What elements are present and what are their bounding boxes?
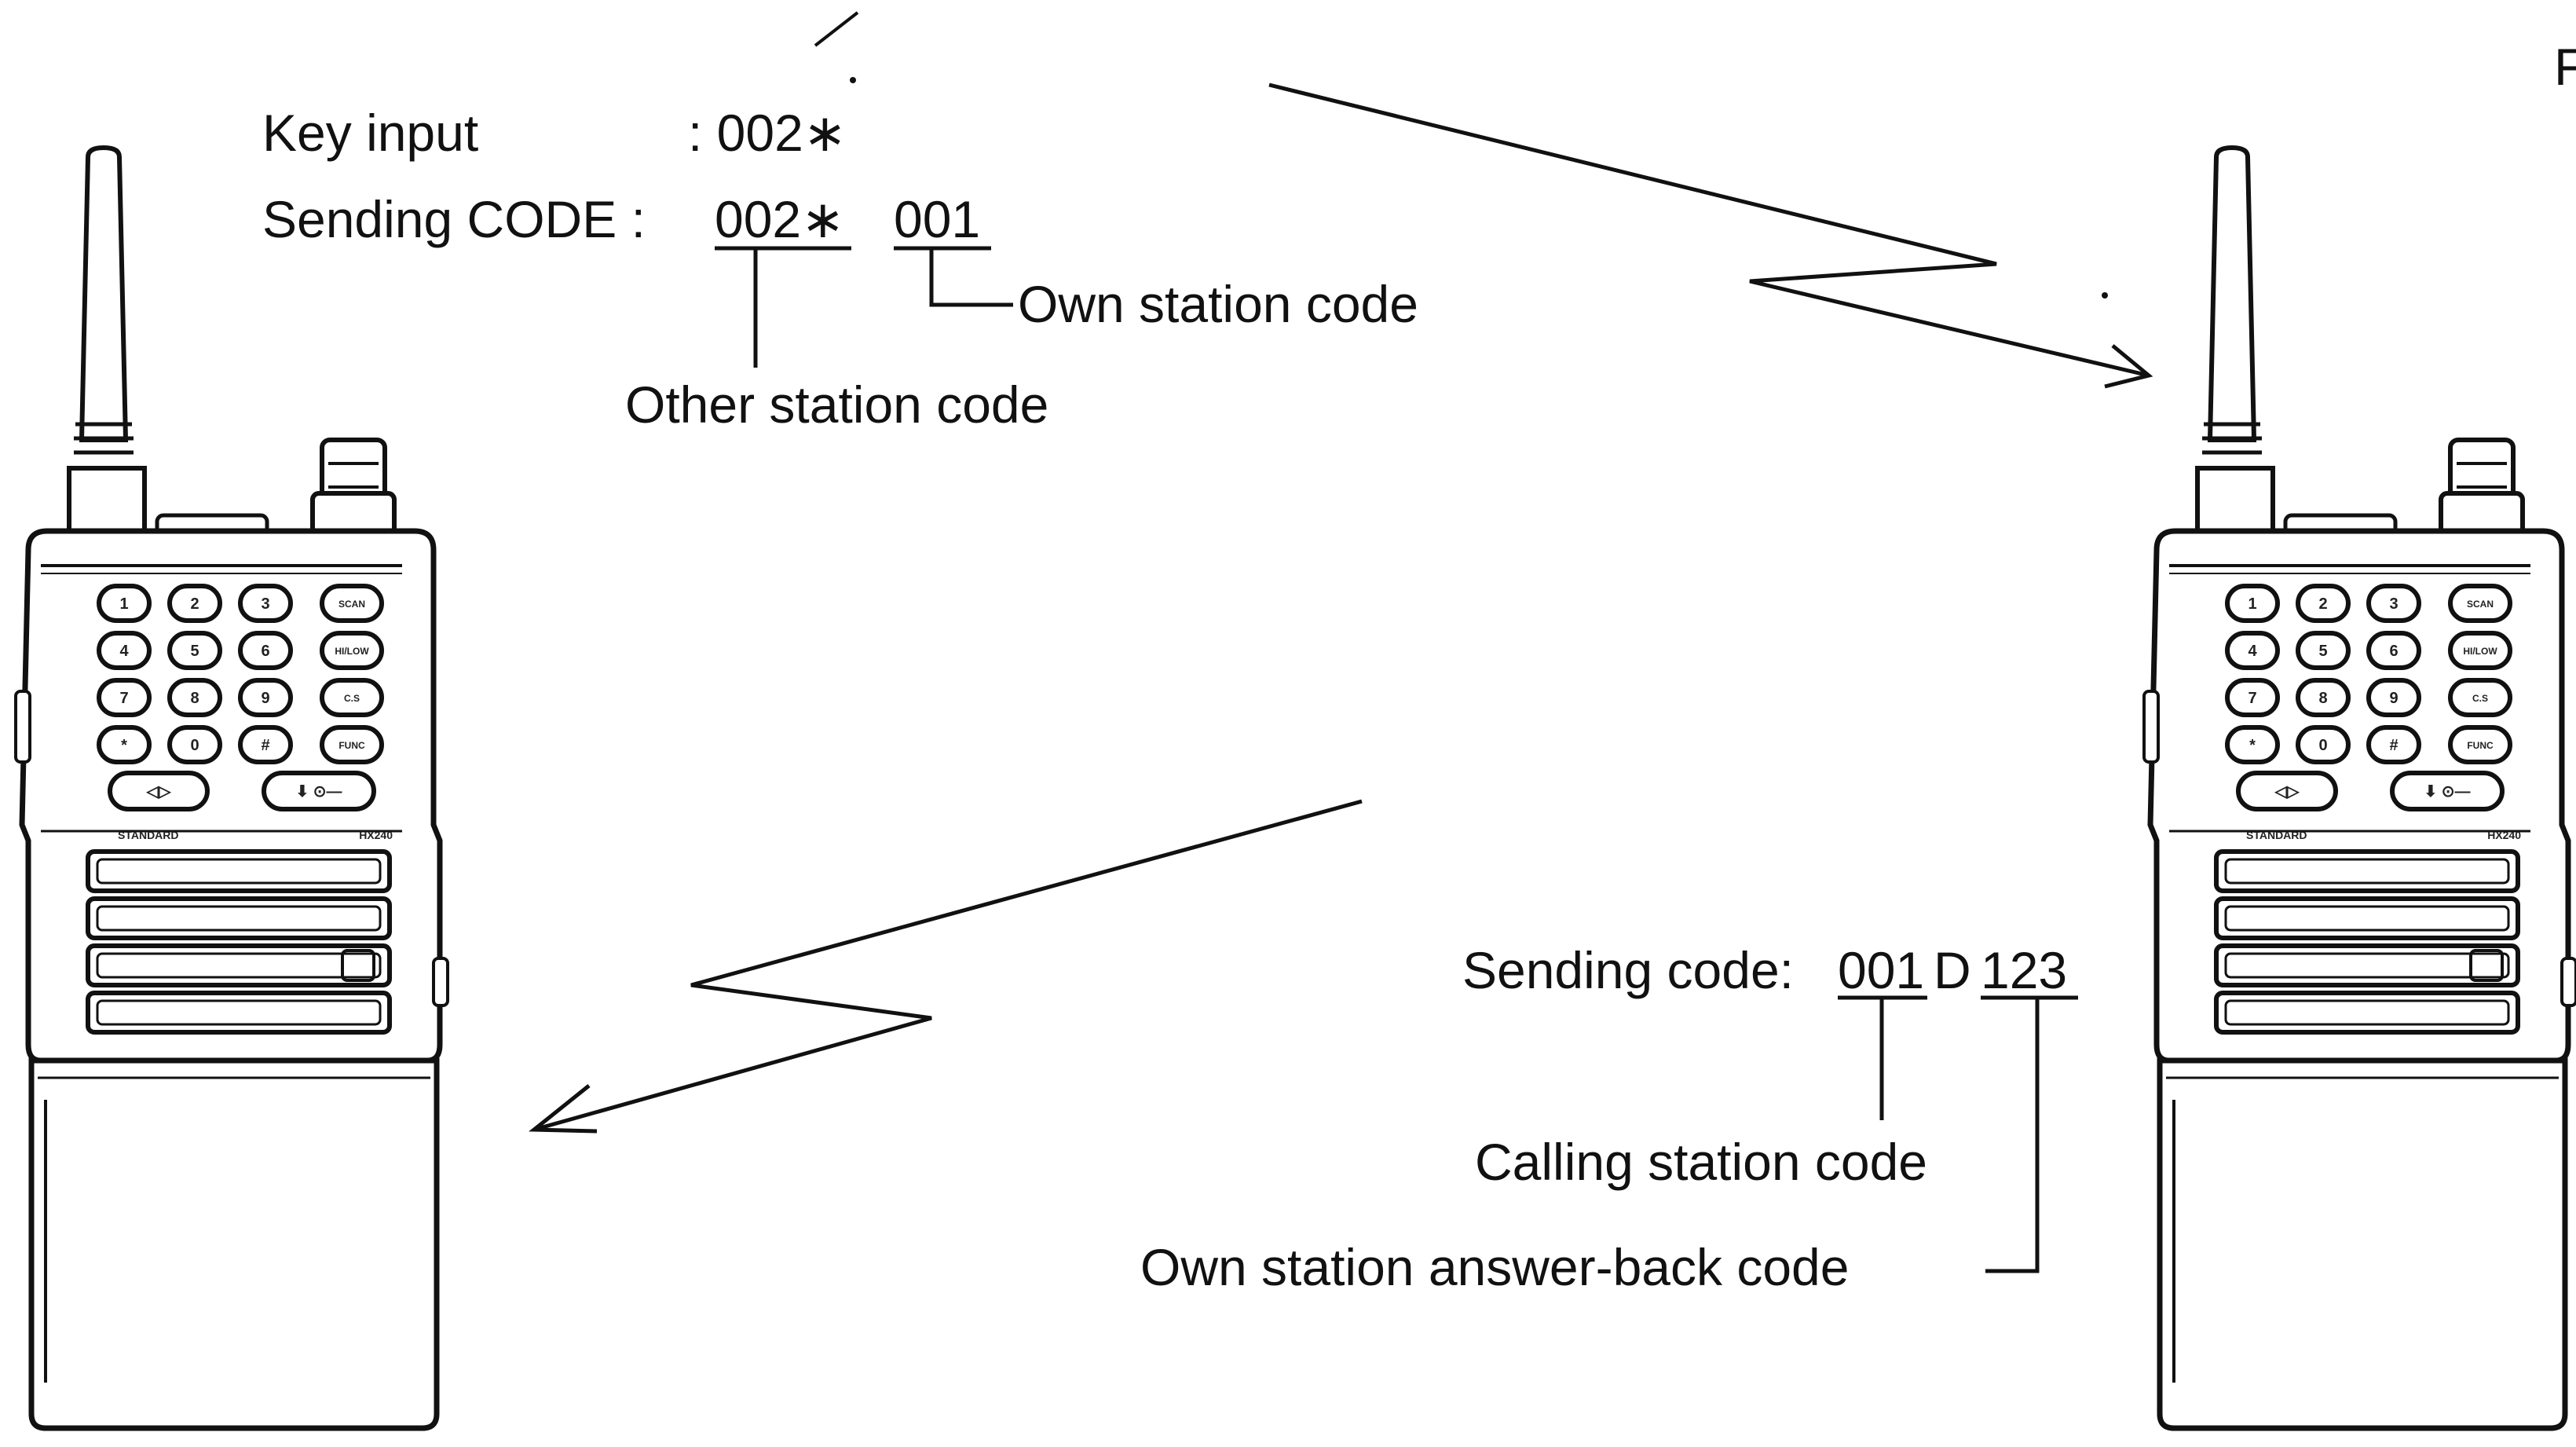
key-label: 8 bbox=[190, 690, 199, 707]
top-code-block: Key input : 002∗ Sending CODE : 002∗ 001… bbox=[262, 104, 1418, 434]
keypad-left: 1 2 3 4 5 6 7 8 9 * 0 # SCAN HI/LOW C.S … bbox=[119, 595, 369, 800]
edge-fragment-text: F bbox=[2554, 38, 2576, 96]
side-key-label: C.S bbox=[344, 693, 360, 704]
side-key-label: SCAN bbox=[2467, 599, 2494, 610]
key-label: 6 bbox=[2389, 643, 2398, 660]
key-label: * bbox=[2249, 737, 2256, 754]
key-label: 6 bbox=[261, 643, 269, 660]
key-label: 1 bbox=[119, 595, 128, 613]
key-label: # bbox=[2389, 737, 2398, 754]
key-label: 9 bbox=[261, 690, 269, 707]
other-station-code-value: 002∗ bbox=[715, 190, 844, 248]
wide-key-label: ⬇ ⊙— bbox=[2424, 783, 2470, 800]
key-label: 7 bbox=[119, 690, 128, 707]
leader-line-own bbox=[929, 248, 1013, 307]
brand-label: STANDARD bbox=[118, 829, 179, 841]
key-label: 3 bbox=[261, 595, 269, 613]
brand-label: STANDARD bbox=[2246, 829, 2307, 841]
key-label: 2 bbox=[2318, 595, 2327, 613]
key-label: 5 bbox=[190, 643, 199, 660]
wide-key-label: ⬇ ⊙— bbox=[295, 783, 342, 800]
calling-station-code-value: 001 bbox=[1838, 941, 1924, 999]
other-station-code-label: Other station code bbox=[625, 375, 1048, 434]
key-label: 4 bbox=[2248, 643, 2257, 660]
key-label: # bbox=[261, 737, 269, 754]
key-label: * bbox=[121, 737, 127, 754]
model-label: HX240 bbox=[359, 829, 393, 841]
key-label: 0 bbox=[190, 737, 199, 754]
stray-dot bbox=[2102, 292, 2108, 299]
keypad-right: 1 2 3 4 5 6 7 8 9 * 0 # SCAN HI/LOW C.S … bbox=[2248, 595, 2497, 800]
stray-dot bbox=[850, 77, 856, 83]
side-key-label: FUNC bbox=[338, 740, 365, 751]
sending-code-label-bottom: Sending code: bbox=[1462, 941, 1794, 999]
side-key-label: C.S bbox=[2472, 693, 2488, 704]
key-label: 5 bbox=[2318, 643, 2327, 660]
leader-line-answer bbox=[1985, 998, 2040, 1273]
transceiver-right: 1 2 3 4 5 6 7 8 9 * 0 # SCAN HI/LOW C.S … bbox=[2144, 148, 2576, 1428]
bottom-code-block: Sending code: 001 D 123 Calling station … bbox=[1140, 941, 2078, 1296]
side-key-label: FUNC bbox=[2467, 740, 2494, 751]
side-key-label: HI/LOW bbox=[335, 646, 369, 657]
key-label: 7 bbox=[2248, 690, 2256, 707]
key-label: 3 bbox=[2389, 595, 2398, 613]
side-key-label: HI/LOW bbox=[2463, 646, 2497, 657]
answer-back-code-label: Own station answer-back code bbox=[1140, 1238, 1849, 1296]
stray-mark bbox=[814, 11, 859, 47]
key-input-label: Key input bbox=[262, 104, 478, 162]
calling-station-code-label: Calling station code bbox=[1475, 1133, 1927, 1191]
key-label: 1 bbox=[2248, 595, 2256, 613]
separator-d: D bbox=[1934, 941, 1971, 999]
key-label: 2 bbox=[190, 595, 199, 613]
wide-key-label: ◁▷ bbox=[146, 783, 172, 800]
sending-code-label: Sending CODE : bbox=[262, 190, 646, 248]
wide-key-label: ◁▷ bbox=[2274, 783, 2300, 800]
key-label: 9 bbox=[2389, 690, 2398, 707]
key-label: 4 bbox=[119, 643, 129, 660]
answer-back-code-value: 123 bbox=[1981, 941, 2067, 999]
key-label: 0 bbox=[2318, 737, 2327, 754]
key-label: 8 bbox=[2318, 690, 2327, 707]
model-label: HX240 bbox=[2487, 829, 2521, 841]
transceiver-left: 1 2 3 4 5 6 7 8 9 * 0 # SCAN HI/LOW C.S … bbox=[16, 148, 448, 1428]
side-key-label: SCAN bbox=[338, 599, 365, 610]
signal-arrow-outgoing bbox=[1268, 82, 2153, 389]
signal-arrow-return bbox=[529, 799, 1363, 1134]
key-input-value: : 002∗ bbox=[688, 104, 847, 162]
own-station-code-label: Own station code bbox=[1018, 275, 1418, 333]
own-station-code-value: 001 bbox=[894, 190, 980, 248]
